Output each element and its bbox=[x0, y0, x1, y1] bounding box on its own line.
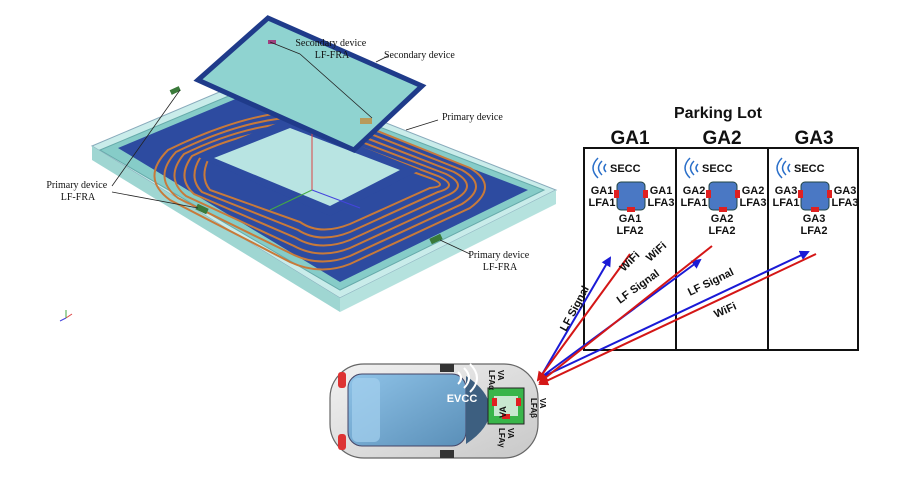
lfa1-antenna bbox=[706, 190, 711, 198]
wifi-arrow-ga2 bbox=[538, 245, 713, 384]
lfa3-antenna bbox=[643, 190, 648, 198]
parking-lot-outline bbox=[583, 147, 859, 351]
primary-device-fra-right-label: Primary device LF-FRA bbox=[468, 250, 531, 273]
bay-ga3-header: GA3 bbox=[794, 128, 833, 149]
lfa2-antenna bbox=[719, 207, 727, 212]
lfa2-antenna bbox=[627, 207, 635, 212]
lf-signal-label-2: LF Signal bbox=[615, 268, 662, 307]
secondary-device bbox=[193, 15, 427, 153]
primary-device-label: Primary device bbox=[442, 112, 503, 123]
wifi-arrow-ga1 bbox=[536, 253, 631, 382]
ga-pad bbox=[616, 181, 646, 211]
evcc-label: EVCC bbox=[447, 393, 478, 405]
wifi-label-1: WiFi bbox=[618, 249, 643, 274]
lf-arrow-ga3 bbox=[539, 250, 810, 379]
primary-device-fra-left-label: Primary device LF-FRA bbox=[46, 180, 109, 203]
lfa1-antenna bbox=[798, 190, 803, 198]
ga-pad bbox=[708, 181, 738, 211]
lfa3-antenna bbox=[735, 190, 740, 198]
lfa2-antenna bbox=[811, 207, 819, 212]
parking-lot-title: Parking Lot bbox=[674, 105, 763, 122]
secc-wifi-icon bbox=[592, 157, 607, 179]
secc-wifi-icon bbox=[684, 157, 699, 179]
secc-label: SECC bbox=[794, 163, 825, 175]
va-label: VA bbox=[498, 406, 508, 418]
va-lfa-gamma-label: VA LFAγ bbox=[497, 428, 515, 448]
bay-ga1-header: GA1 bbox=[610, 128, 650, 149]
wifi-arrow-ga3 bbox=[538, 253, 817, 386]
lf-signal-label-3: LF Signal bbox=[686, 266, 736, 298]
lf-signal-label-1: LF Signal bbox=[558, 284, 592, 333]
bay-ga2-header: GA2 bbox=[702, 128, 741, 149]
coil-figure: z Secondary device LF-FRA Secondary devi… bbox=[46, 15, 558, 322]
lf-arrow-ga1 bbox=[539, 256, 612, 379]
coordinate-triad-icon bbox=[59, 310, 73, 322]
secondary-device-fra-label: Secondary device LF-FRA bbox=[295, 38, 368, 61]
va-lfa-alpha-label: VA LFAα bbox=[487, 370, 505, 390]
lfa1-antenna bbox=[614, 190, 619, 198]
pad-cavity bbox=[214, 128, 400, 206]
base-plate-side-2 bbox=[340, 190, 556, 312]
va-lfa-beta-label: VA LFAβ bbox=[529, 398, 547, 418]
vehicle: EVCC VA VA LFAα VA LFAβ VA LFAγ bbox=[329, 363, 547, 459]
base-plate-side bbox=[92, 146, 340, 312]
ga-pad bbox=[800, 181, 830, 211]
wifi-label-3: WiFi bbox=[712, 300, 738, 320]
secc-label: SECC bbox=[610, 163, 641, 175]
secc-label: SECC bbox=[702, 163, 733, 175]
secc-wifi-icon bbox=[776, 157, 791, 179]
evcc-wifi-icon bbox=[457, 363, 478, 393]
wifi-label-2: WiFi bbox=[644, 240, 669, 264]
lfa3-antenna bbox=[827, 190, 832, 198]
secondary-device-label: Secondary device bbox=[384, 50, 455, 61]
